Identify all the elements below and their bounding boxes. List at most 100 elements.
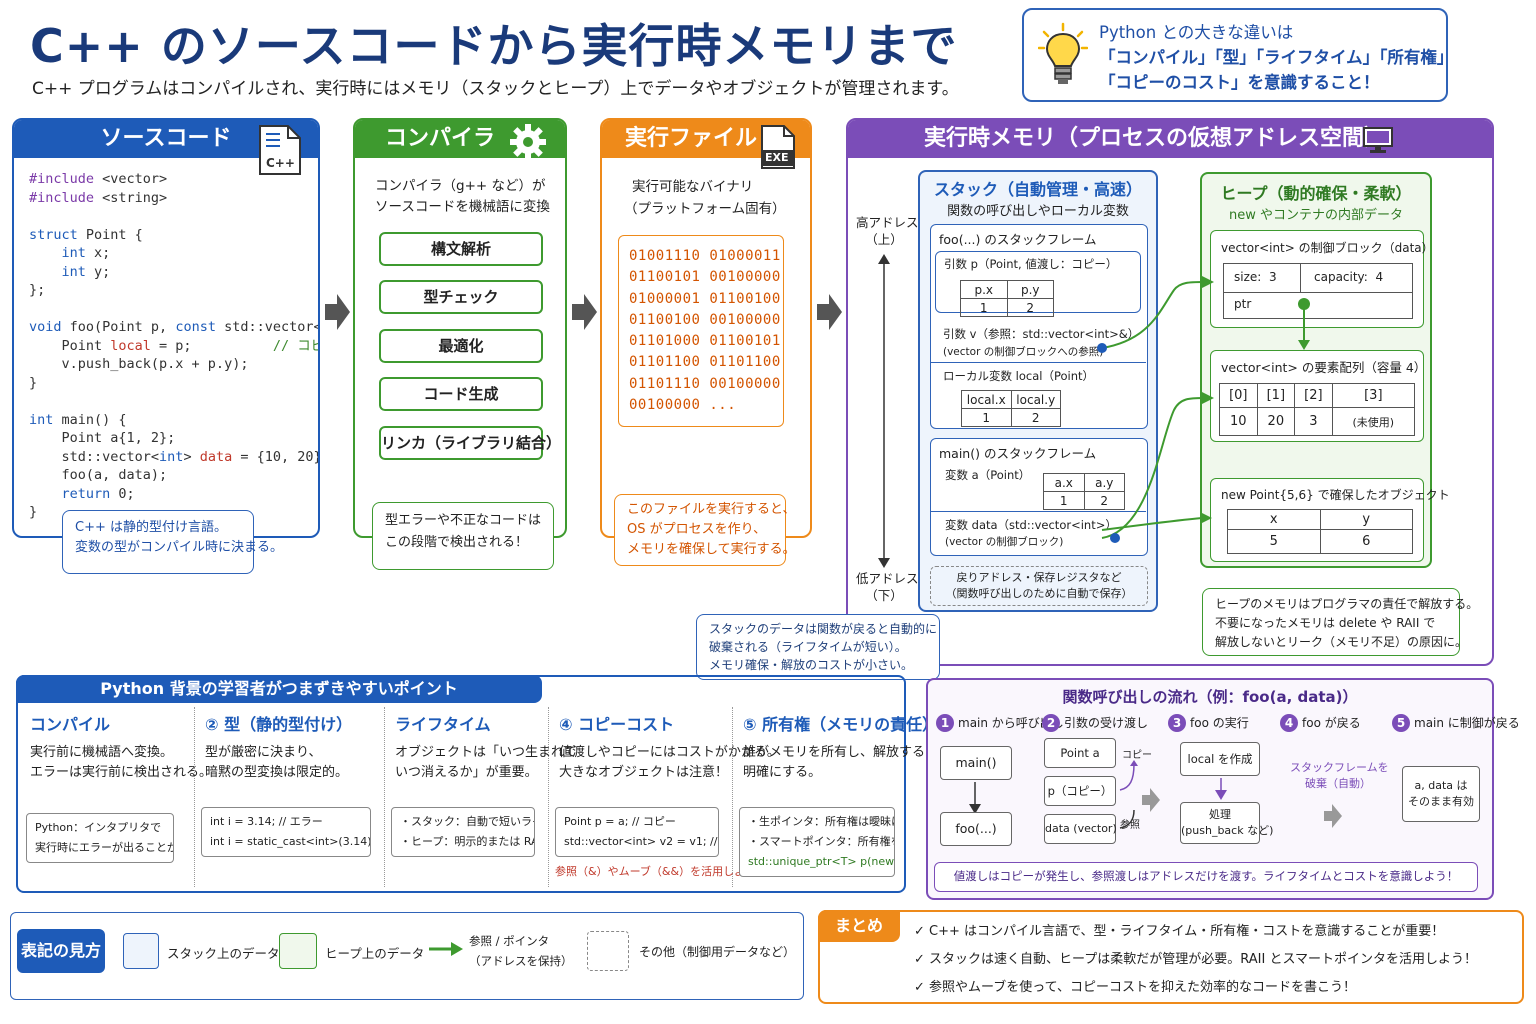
legend-stack-label: スタック上のデータ	[167, 946, 280, 961]
pitfalls-panel: Python 背景の学習者がつまずきやすいポイント コンパイル実行前に機械語へ変…	[16, 675, 951, 893]
pitfall-heading: ⑤ 所有権（メモリの責任）	[743, 715, 939, 734]
arg-v-label: 引数 v（参照：std::vector<int>&） (vector の制御ブロ…	[943, 325, 1139, 361]
pitfall-heading: ライフタイム	[395, 715, 491, 734]
flow-footer: 値渡しはコピーが発生し、参照渡しはアドレスだけを渡す。ライフタイムとコストを意識…	[934, 862, 1478, 892]
pitfall-item: ライフタイムオブジェクトは「いつ生まれていつ消えるか」が重要。・スタック：自動で…	[384, 707, 577, 887]
code-line: int y;	[61, 263, 111, 280]
index-cell: [2]	[1294, 383, 1333, 408]
example-line: std::vector<int> v2 = v1; // 要素をコピー	[564, 835, 718, 848]
callout-line: 解放しないとリーク（メモリ不足）の原因に。	[1215, 635, 1468, 649]
example-line: std::unique_ptr<T> p(new T); // 推奨	[748, 855, 895, 868]
return-address-box: 戻りアドレス・保存レジスタなど （関数呼び出しのために自動で保存）	[930, 566, 1148, 606]
pitfall-heading: ④ コピーコスト	[559, 715, 675, 734]
desc-line: コンパイラ（g++ など）が	[375, 178, 546, 194]
legend-line: （アドレスを保持）	[469, 954, 573, 968]
source-panel: ソースコード #include <vector>#include <string…	[12, 118, 320, 538]
legend-other-swatch	[587, 931, 629, 971]
flow-data-vec: data (vector)	[1044, 814, 1117, 844]
table-cell: 2	[1006, 298, 1054, 317]
ref-arrow	[1101, 397, 1205, 539]
callout-line: メモリを確保して実行する。	[627, 542, 796, 557]
summary-item: ✓ C++ はコンパイル言語で、型・ライフタイム・所有権・コストを意識することが…	[914, 924, 1445, 939]
table-cell: 1	[961, 408, 1012, 427]
code-line: int x;	[61, 245, 111, 261]
pitfalls-title: Python 背景の学習者がつまずきやすいポイント	[16, 675, 542, 703]
vector-element-array: vector<int> の要素配列（容量 4） [0] [1] [2] [3] …	[1210, 350, 1427, 442]
pitfall-item: ⑤ 所有権（メモリの責任）誰がメモリを所有し、解放するかを明確にする。・生ポイン…	[732, 707, 951, 887]
step-parse: 構文解析	[379, 232, 543, 266]
flow-valid: a, data は そのまま有効	[1402, 766, 1480, 822]
flow-curves	[1119, 760, 1138, 829]
field-divider	[1224, 292, 1412, 293]
callout-line: 変数の型がコンパイル時に決まる。	[75, 540, 284, 555]
axis-label: （上）	[865, 232, 903, 247]
ret-line: 戻りアドレス・保存レジスタなど	[956, 571, 1122, 584]
body-line: 暗黙の型変換は限定的。	[205, 765, 349, 780]
summary-title: まとめ	[818, 910, 900, 942]
step-label: foo が戻る	[1302, 716, 1361, 730]
memory-header: 実行時メモリ（プロセスの仮想アドレス空間）	[848, 120, 1492, 158]
note-line-3: 「コピーのコスト」を意識すること！	[1099, 73, 1380, 92]
heap-subtitle: new やコンテナの内部データ	[1228, 208, 1403, 223]
example-line: 実行時にエラーが出ることが多い。	[35, 841, 173, 854]
flow-arrow-icon	[572, 294, 597, 330]
binary-line: 01001110 01000011	[629, 248, 781, 264]
step-typecheck: 型チェック	[379, 280, 543, 314]
step-number: 5	[1392, 714, 1410, 732]
table-cell: a.x	[1043, 473, 1085, 492]
code-line: #include <string>	[29, 189, 168, 206]
cpp-label: C++	[266, 156, 295, 170]
stack-callout: スタックのデータは関数が戻ると自動的に 破棄される（ライフタイムが短い）。 メモ…	[696, 614, 940, 680]
code-line	[29, 300, 318, 319]
address-axis-arrow	[878, 254, 890, 568]
index-cell: [1]	[1256, 383, 1296, 408]
frame-divider	[931, 511, 1146, 512]
legend-heap-swatch	[279, 933, 317, 969]
flow-arrow-icon	[325, 294, 350, 330]
example-line: ・スマートポインタ：所有権を明確に	[748, 835, 894, 848]
step-arrow-icon	[1324, 804, 1342, 828]
cpp-file-icon: C++	[259, 125, 301, 175]
var-data-line: (vector の制御ブロック)	[945, 536, 1064, 548]
stack-subtitle: 関数の呼び出しやローカル変数	[947, 204, 1129, 219]
legend-ref-label: 参照 / ポインタ （アドレスを保持）	[469, 931, 573, 971]
desc-line: （プラットフォーム固有）	[624, 201, 786, 217]
callout-line: OS がプロセスを作り、	[627, 522, 767, 537]
table-cell: local.y	[1010, 390, 1061, 409]
code-line: struct Point {	[29, 226, 143, 243]
note-line-2: 「コンパイル」「型」「ライフタイム」「所有権」	[1099, 48, 1454, 67]
body-line: いつ消えるか」が重要。	[395, 765, 538, 780]
memory-title: 実行時メモリ（プロセスの仮想アドレス空間）	[923, 126, 1386, 151]
body-line: 値渡しやコピーにはコストがかかる。	[559, 745, 780, 760]
flow-foo-box: foo(...)	[940, 812, 1012, 846]
desc-line: 実行可能なバイナリ	[632, 179, 754, 195]
heap-area: ヒープ（動的確保・柔軟） new やコンテナの内部データ vector<int>…	[1200, 172, 1450, 568]
code-line: }	[29, 374, 38, 391]
gear-icon	[510, 124, 546, 160]
code-line: int main() {	[29, 411, 127, 428]
arg-v-line: (vector の制御ブロックへの参照)	[943, 346, 1104, 358]
step-number: 1	[936, 714, 954, 732]
binary-line: 01101100 01101100	[629, 354, 781, 371]
step-label: main から呼び出し	[958, 716, 1064, 730]
table-cell: p.x	[960, 280, 1008, 299]
summary-item: ✓ 参照やムーブを使って、コピーコストを抑えた効率的なコードを書こう！	[914, 980, 1356, 995]
elements-label: vector<int> の要素配列（容量 4）	[1221, 360, 1427, 375]
source-title: ソースコード	[100, 126, 232, 151]
table-cell: 1	[960, 298, 1008, 317]
legend-title: 表記の見方	[17, 929, 105, 973]
axis-label: （下）	[865, 588, 903, 603]
flow-process: 処理 (push_back など)	[1180, 802, 1273, 844]
flow-discard: スタックフレームを 破棄（自動）	[1290, 760, 1389, 792]
flow-step: 1 main から呼び出し	[936, 714, 1064, 732]
flow-main-box: main()	[940, 746, 1012, 780]
legend-heap-label: ヒープ上のデータ	[325, 946, 425, 961]
step-codegen: コード生成	[379, 377, 543, 411]
executable-panel: 実行ファイル 実行可能なバイナリ （プラットフォーム固有） 01001110 0…	[600, 118, 812, 538]
